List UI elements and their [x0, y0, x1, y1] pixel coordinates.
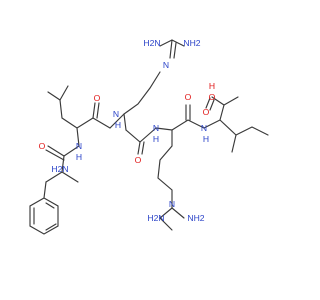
amide-nh-arg-arg: N	[153, 123, 159, 133]
amide-nh-phe-leu: N	[76, 141, 82, 151]
guanidine-1-n: N	[163, 60, 169, 70]
carbonyl-o-arg2: O	[185, 92, 192, 102]
guanidine-1-nh2-left: H2N	[143, 38, 160, 48]
guanidine-2-nh2-right: NH2	[187, 213, 204, 223]
carbonyl-o-arg3: O	[135, 155, 142, 165]
carbonyl-o-phe: O	[39, 141, 46, 151]
hydroxyl-h: H	[209, 81, 215, 91]
amine-h2n-label: H2N	[51, 164, 68, 174]
guanidine-1-nh2-right: NH2	[183, 38, 200, 48]
amide-nh-arg-ile: N	[201, 123, 207, 133]
amide-h-arg-arg: H	[153, 134, 159, 144]
guanidine-2-n: N	[169, 199, 175, 209]
amide-h-leu-arg: H	[115, 120, 121, 130]
atom-labels: H2N NH2 N O H O O O N H N H N H N H O O …	[39, 38, 216, 223]
structure-canvas: H2N NH2 N O H O O O N H N H N H N H O O …	[29, 38, 269, 235]
carboxyl-o: O	[203, 107, 210, 117]
carbonyl-o-leu: O	[94, 93, 101, 103]
amide-h-arg-ile: H	[203, 134, 209, 144]
amide-nh-leu-arg: N	[113, 109, 119, 119]
bond-skeleton	[29, 39, 269, 235]
guanidine-2-nh2-left: H2N	[147, 213, 164, 223]
hydroxyl-o: O	[209, 92, 216, 102]
amide-h-phe-leu: H	[76, 152, 82, 162]
